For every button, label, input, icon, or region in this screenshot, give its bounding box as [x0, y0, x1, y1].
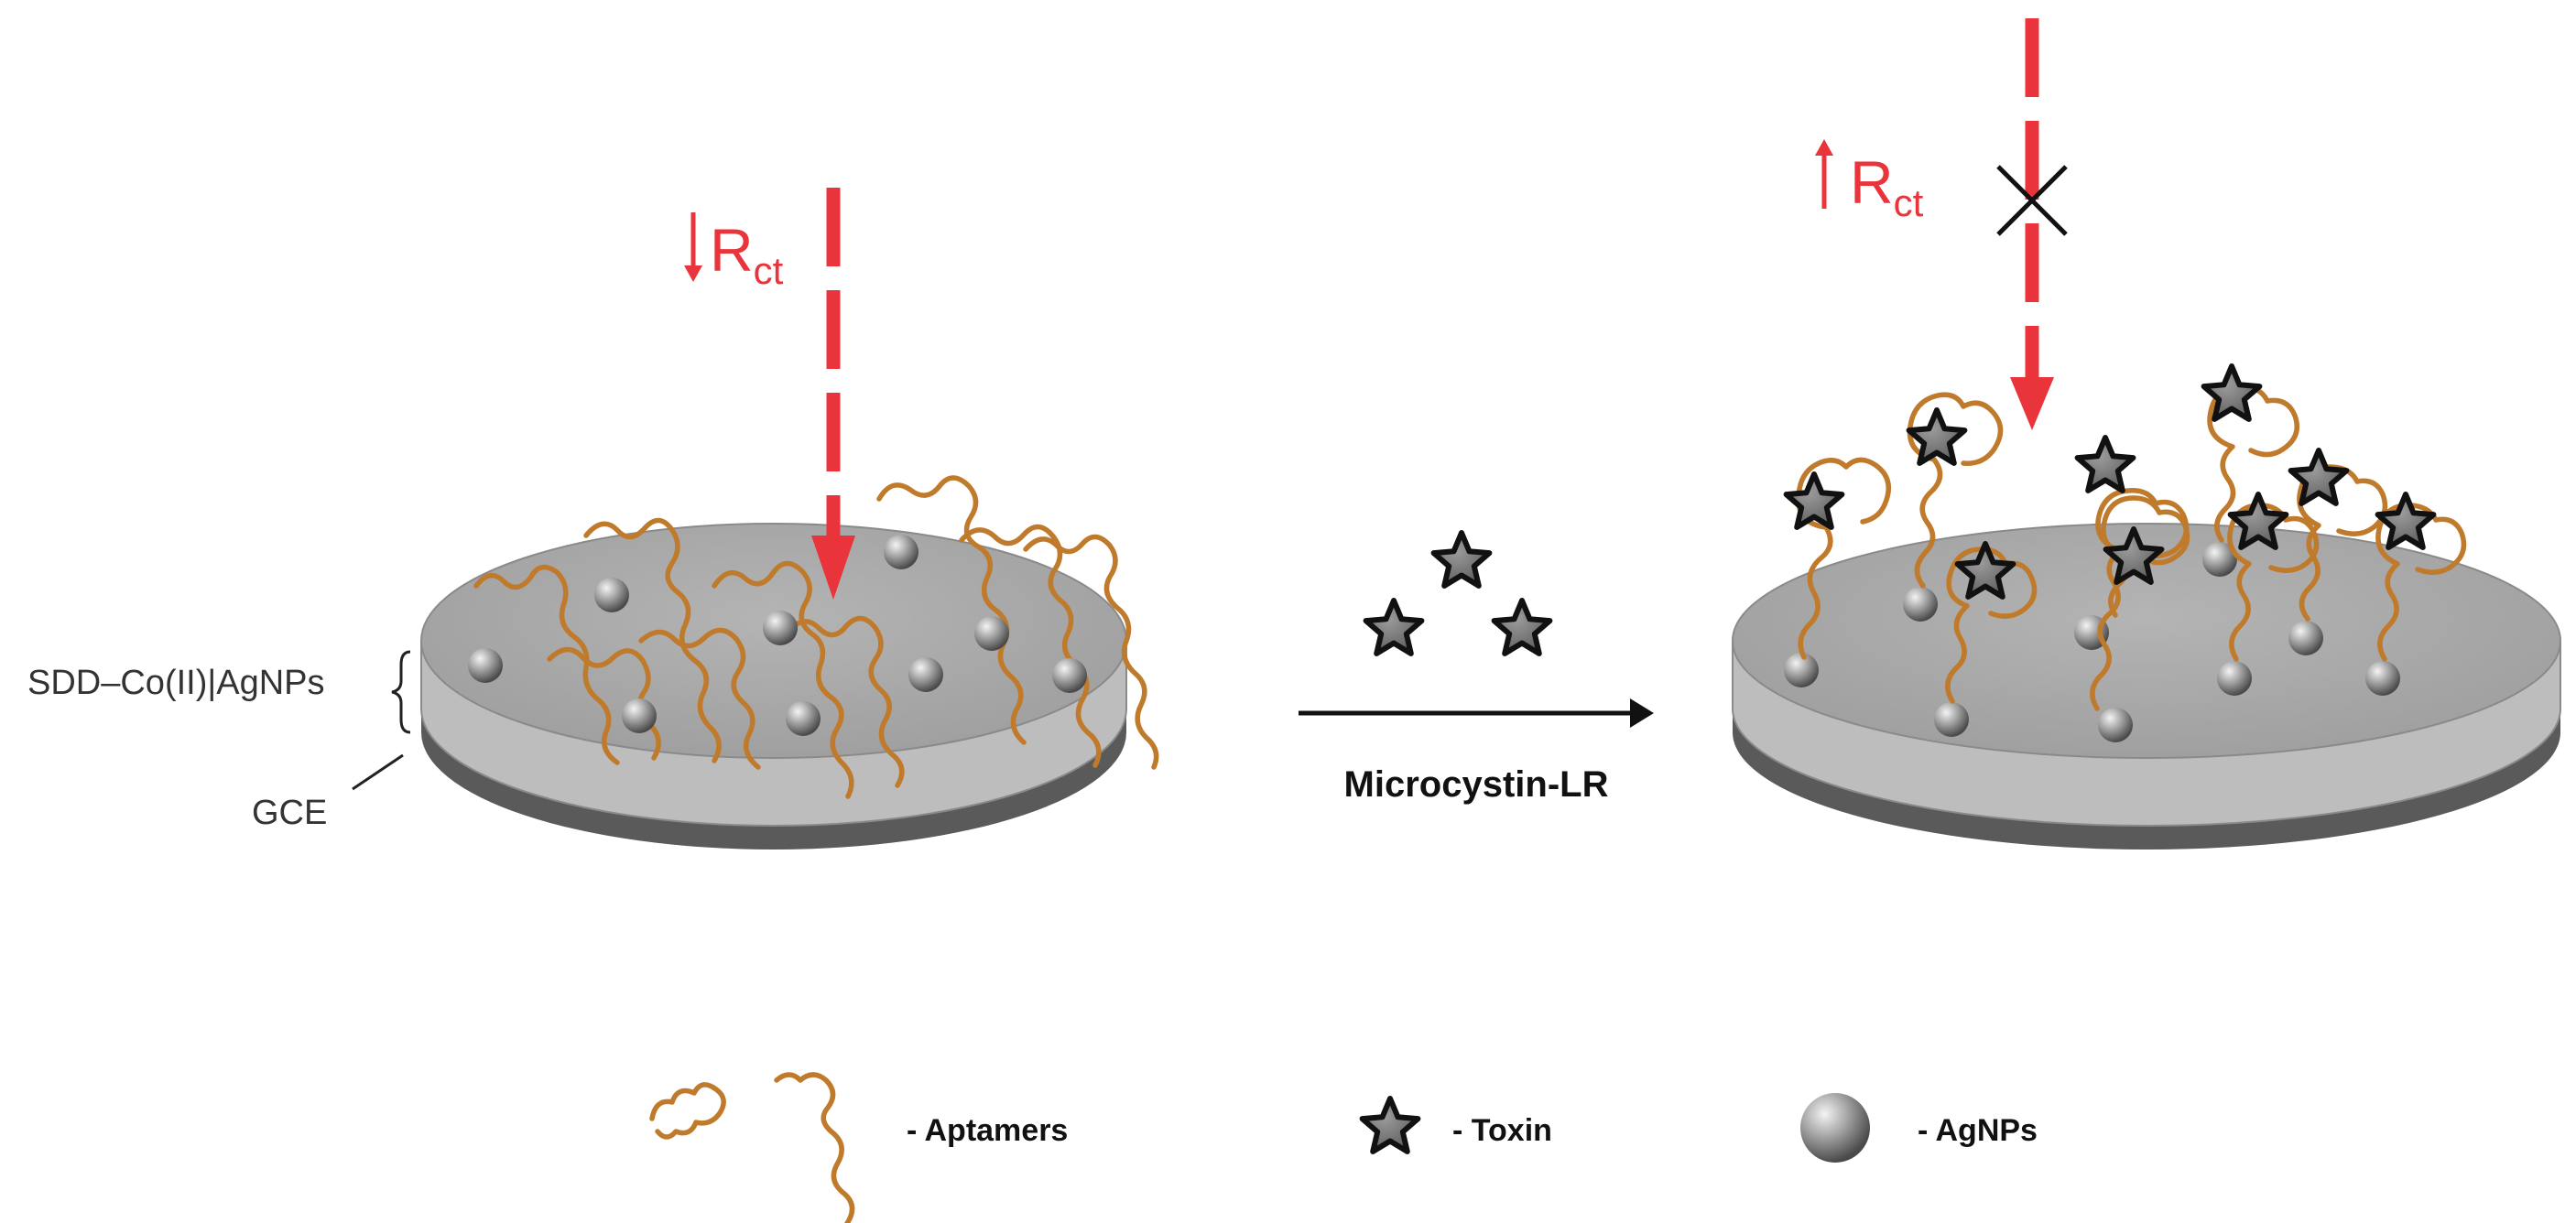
left-aptamer: [785, 615, 905, 788]
bound-toxins: [1783, 363, 2437, 600]
bound-aptamer: [2090, 488, 2190, 711]
left-aptamer: [473, 564, 620, 765]
left-agnps: [468, 535, 1087, 736]
blocked-cross-icon: [1996, 165, 2068, 236]
agnp-ball: [786, 701, 821, 736]
agnp-ball: [884, 535, 918, 569]
agnp-ball: [974, 616, 1009, 651]
toxin-star: [1491, 598, 1553, 656]
agnp-ball: [1903, 587, 1938, 622]
legend-agnps-label: - AgNPs: [1918, 1113, 2038, 1148]
rct-symbol: Rct: [1850, 148, 1924, 224]
left-aptamer: [876, 475, 1027, 745]
agnp-ball: [2365, 661, 2400, 696]
rct-increase-label: Rct: [1815, 139, 1924, 224]
free-toxins: [1363, 530, 1553, 656]
left-aptamer: [583, 517, 722, 763]
left-aptamer: [712, 560, 854, 799]
rct-decrease-label: Rct: [684, 212, 784, 292]
right-signal-arrow: [2010, 18, 2054, 430]
gce-leader-line: [352, 753, 404, 791]
right-arrowhead: [2010, 377, 2054, 430]
toxin-star: [1363, 598, 1425, 656]
toxin-star: [1954, 541, 2016, 600]
right-layer-top: [1732, 523, 2561, 759]
bound-aptamer: [1907, 392, 2004, 589]
toxin-star: [2074, 435, 2136, 493]
toxin-star: [1430, 530, 1493, 589]
layer-brace: [391, 650, 411, 734]
left-aptamer: [959, 524, 1102, 768]
agnp-ball: [2217, 661, 2252, 696]
rct-symbol: Rct: [710, 216, 784, 292]
up-arrow-head: [1815, 139, 1833, 156]
agnp-ball: [763, 611, 798, 645]
left-aptamer: [1023, 534, 1159, 770]
legend-aptamer-icon: [649, 1072, 855, 1223]
bound-aptamer: [1945, 547, 2038, 704]
legend-toxin-icon: [1359, 1096, 1421, 1154]
legend-aptamers-label: - Aptamers: [907, 1113, 1068, 1148]
left-arrowhead: [811, 536, 855, 600]
agnp-ball: [468, 648, 503, 683]
gce-label: GCE: [252, 794, 327, 832]
toxin-star: [2288, 448, 2350, 506]
agnp-ball: [2202, 542, 2237, 577]
reaction-label: Microcystin-LR: [1344, 764, 1609, 805]
right-agnps: [1784, 542, 2400, 742]
legend-agnp-icon: [1800, 1093, 1870, 1163]
left-aptamer: [638, 627, 761, 770]
agnp-ball: [908, 657, 943, 692]
down-arrow-head: [684, 265, 702, 282]
agnp-ball: [1784, 653, 1819, 687]
agnp-ball: [594, 578, 629, 612]
toxin-star: [1906, 407, 1968, 466]
agnp-ball: [1934, 702, 1969, 737]
left-signal-arrow: [811, 188, 855, 600]
agnp-ball: [2288, 621, 2323, 655]
toxin-star: [2227, 492, 2289, 550]
toxin-star: [2375, 492, 2437, 550]
reaction-arrowhead: [1630, 698, 1654, 728]
toxin-star: [2201, 363, 2263, 422]
agnp-ball: [2098, 708, 2133, 742]
toxin-star: [2103, 526, 2165, 585]
right-electrode: [1732, 523, 2561, 850]
legend: - Aptamers - Toxin - AgNPs: [649, 1072, 2038, 1223]
agnp-ball: [1052, 658, 1087, 693]
toxin-star: [1783, 471, 1845, 530]
reaction-arrow: [1299, 698, 1654, 728]
layer-label: SDD–Co(II)|AgNPs: [27, 664, 325, 702]
agnp-ball: [622, 698, 657, 733]
legend-toxin-label: - Toxin: [1452, 1113, 1552, 1148]
